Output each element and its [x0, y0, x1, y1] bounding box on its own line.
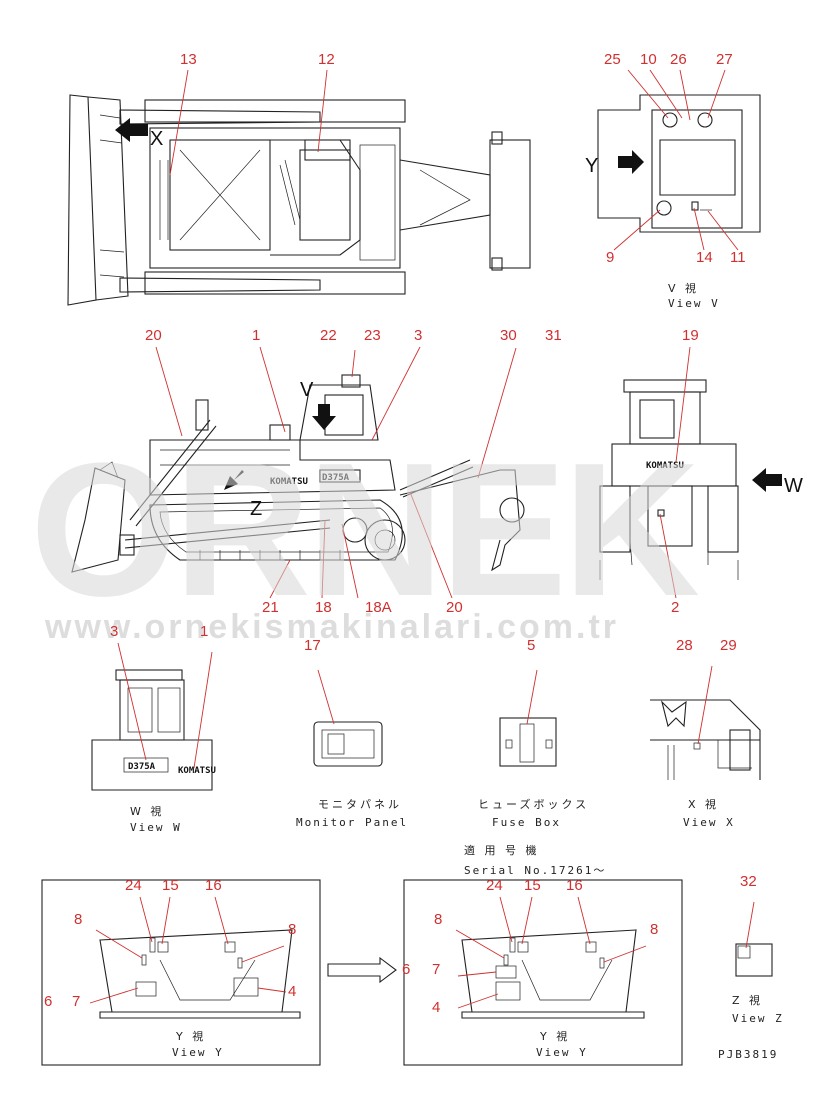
view-v-caption-en: View V	[668, 297, 720, 310]
v-view-arrow-icon	[312, 404, 336, 430]
view-w-caption-en: View W	[130, 821, 182, 834]
view-x-caption-jp: X 視	[688, 797, 719, 811]
callout-1-view-w: 1	[200, 623, 208, 640]
callout-4-right: 4	[432, 999, 440, 1016]
callout-13: 13	[180, 51, 197, 68]
view-x-caption-en: View X	[683, 816, 735, 829]
view-y-right-frame	[403, 879, 683, 1066]
drawing-code: PJB3819	[718, 1048, 778, 1061]
callout-1-top: 1	[252, 327, 260, 344]
callout-20-top: 20	[145, 327, 162, 344]
callout-9: 9	[606, 249, 614, 266]
side-model-label: D375A	[322, 473, 350, 483]
z-view-arrow-icon	[224, 470, 244, 490]
callout-5: 5	[527, 637, 535, 654]
side-view-drawing: D375A KOMATSU	[71, 374, 525, 573]
view-w-caption-jp: W 視	[130, 804, 164, 818]
callout-28: 28	[676, 637, 693, 654]
arrow-letter-y: Y	[585, 155, 598, 177]
fuse-box-caption-en: Fuse Box	[492, 816, 561, 829]
view-y-left-caption-en: View Y	[172, 1046, 224, 1059]
view-z-drawing	[735, 943, 773, 977]
callout-17: 17	[304, 637, 321, 654]
callout-19: 19	[682, 327, 699, 344]
view-y-left-frame	[41, 879, 321, 1066]
monitor-panel-caption-jp: モニタパネル	[318, 798, 402, 811]
fuse-box-caption-jp: ヒューズボックス	[478, 797, 589, 811]
callout-7-left: 7	[72, 993, 80, 1010]
arrow-letter-x: X	[150, 128, 163, 150]
callout-3-view-w: 3	[110, 623, 118, 640]
callout-16-right: 16	[566, 877, 583, 894]
callout-24-right: 24	[486, 877, 503, 894]
view-w-brand-label: KOMATSU	[178, 766, 216, 776]
callout-10: 10	[640, 51, 657, 68]
view-y-left-caption-jp: Y 視	[175, 1029, 206, 1043]
callout-4-left: 4	[288, 983, 296, 1000]
monitor-panel-caption-en: Monitor Panel	[296, 816, 408, 829]
arrow-letter-z: Z	[250, 498, 262, 520]
view-w-drawing: D375A KOMATSU	[91, 669, 216, 791]
y-view-arrow-icon	[618, 150, 644, 174]
arrow-letter-v: V	[300, 379, 314, 401]
callout-21: 21	[262, 599, 279, 616]
callout-22: 22	[320, 327, 337, 344]
view-v-caption-jp: V 視	[668, 281, 699, 295]
side-brand-label: KOMATSU	[270, 477, 308, 487]
view-v-drawing	[597, 94, 761, 233]
callout-26: 26	[670, 51, 687, 68]
arrow-letter-w: W	[784, 475, 803, 497]
callout-3-top: 3	[414, 327, 422, 344]
callout-14: 14	[696, 249, 713, 266]
callout-12: 12	[318, 51, 335, 68]
callout-8-left-a: 8	[74, 911, 82, 928]
callout-29: 29	[720, 637, 737, 654]
callout-15-left: 15	[162, 877, 179, 894]
callout-20-bottom: 20	[446, 599, 463, 616]
callout-31: 31	[545, 327, 562, 344]
callout-27: 27	[716, 51, 733, 68]
callout-6-right: 6	[402, 961, 410, 978]
callout-8-right-b: 8	[650, 921, 658, 938]
view-w-model-label: D375A	[128, 762, 156, 772]
callout-11: 11	[730, 249, 746, 266]
rear-view-drawing: KOMATSU	[599, 379, 739, 580]
x-view-arrow-icon	[115, 118, 148, 142]
callout-32: 32	[740, 873, 757, 890]
serial-en: Serial No.17261〜	[464, 864, 606, 877]
watermark-url: www.ornekismakinalari.com.tr	[44, 608, 619, 646]
serial-jp: 適 用 号 機	[464, 843, 540, 857]
callout-23: 23	[364, 327, 381, 344]
callout-7-right: 7	[432, 961, 440, 978]
w-view-arrow-icon	[752, 468, 782, 492]
view-y-right-caption-jp: Y 視	[539, 1029, 570, 1043]
view-y-right-drawing	[461, 929, 645, 1019]
callout-15-right: 15	[524, 877, 541, 894]
view-x-drawing	[650, 699, 761, 780]
view-z-caption-en: View Z	[732, 1012, 784, 1025]
transition-arrow-icon	[327, 956, 397, 984]
callout-18: 18	[315, 599, 332, 616]
callout-25: 25	[604, 51, 621, 68]
callout-8-left-b: 8	[288, 921, 296, 938]
callout-18a: 18A	[365, 599, 392, 616]
callout-24-left: 24	[125, 877, 142, 894]
callout-16-left: 16	[205, 877, 222, 894]
fuse-box-drawing	[499, 717, 557, 767]
monitor-panel-drawing	[313, 721, 383, 767]
view-z-caption-jp: Z 視	[732, 993, 763, 1007]
watermark-logo: ORNEK	[30, 424, 699, 636]
callout-30: 30	[500, 327, 517, 344]
view-y-right-caption-en: View Y	[536, 1046, 588, 1059]
callout-6-left: 6	[44, 993, 52, 1010]
plan-view-drawing	[67, 94, 531, 306]
view-y-left-drawing	[99, 929, 301, 1019]
callout-2: 2	[671, 599, 679, 616]
callout-8-right-a: 8	[434, 911, 442, 928]
rear-brand-label: KOMATSU	[646, 461, 684, 471]
